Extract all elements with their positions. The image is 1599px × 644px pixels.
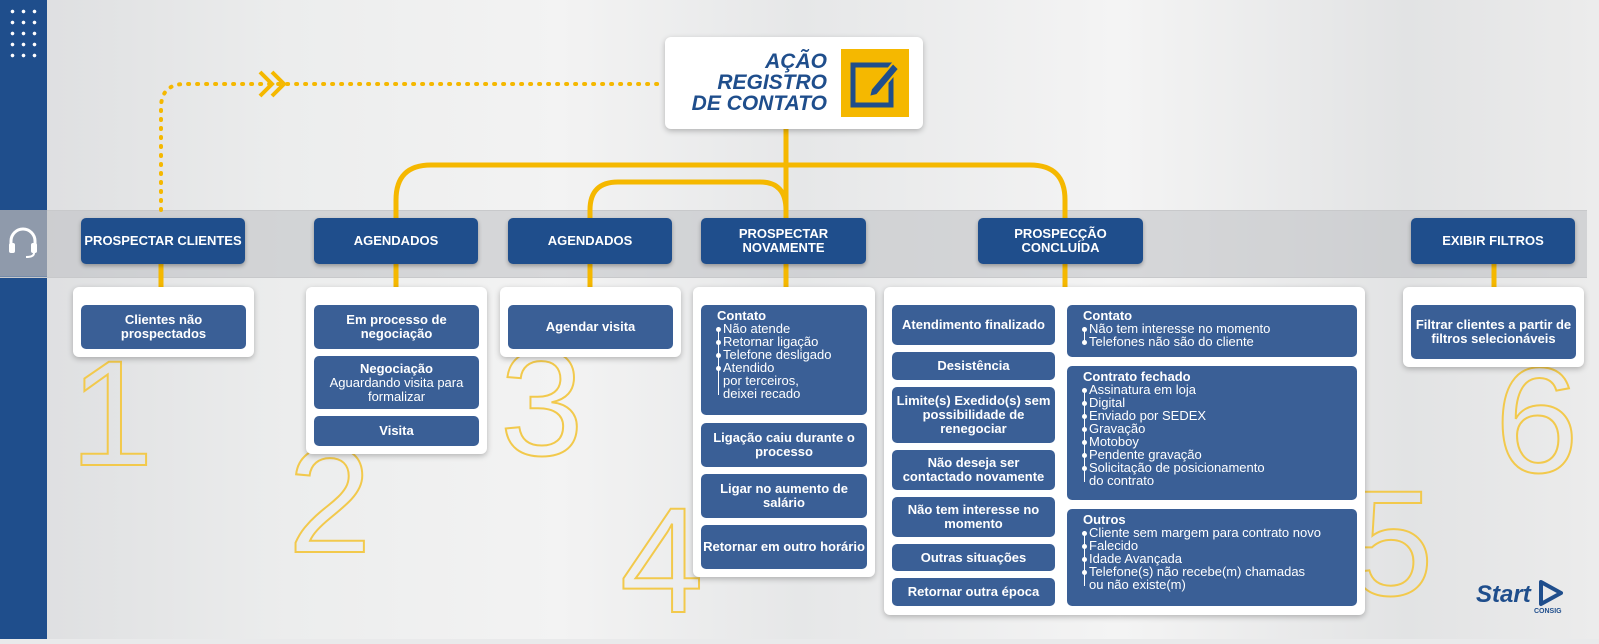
panel-agendados-2: Agendar visita [500, 287, 681, 357]
option-label: Clientes não prospectados [120, 312, 207, 341]
panel-prospeccao-concluida: Atendimento finalizado Desistência Limit… [884, 287, 1365, 615]
logo-sub: CONSIG [1534, 608, 1562, 615]
list-item: Digital [1082, 396, 1347, 409]
list-item: Telefone(s) não recebe(m) chamadas [1082, 565, 1347, 578]
list-item: Atendido [716, 361, 857, 374]
option-outros[interactable]: Outros Cliente sem margem para contrato … [1067, 509, 1357, 606]
headset-icon [9, 227, 37, 258]
option-retornar-outro-horario[interactable]: Retornar em outro horário [701, 525, 867, 569]
category-header-exibir-filtros[interactable]: EXIBIR FILTROS [1411, 218, 1575, 264]
option-label: Ligação caiu durante o processo [713, 430, 855, 459]
option-label: Outros [1083, 512, 1126, 527]
contato-list: Não atende Retornar ligação Telefone des… [716, 322, 857, 401]
title-line-1: AÇÃO [765, 50, 827, 73]
option-desistencia[interactable]: Desistência [892, 352, 1055, 380]
panel-prospectar-clientes: Clientes não prospectados [73, 287, 254, 357]
option-label: Filtrar clientes a partir de filtros sel… [1415, 317, 1572, 346]
title-line-2: REGISTRO [717, 71, 827, 94]
option-label: Contato [717, 308, 767, 323]
start-consig-logo: Start CONSIG [1476, 578, 1565, 615]
option-limite-excedido[interactable]: Limite(s) Exedido(s) sem possibilidade d… [892, 387, 1055, 443]
option-visita[interactable]: Visita [314, 416, 479, 446]
option-label: Contato [1083, 308, 1133, 323]
panel-prospectar-novamente: Contato Não atende Retornar ligação Tele… [693, 287, 875, 577]
list-item: Cliente sem margem para contrato novo [1082, 526, 1347, 539]
option-label: Retornar em outro horário [703, 539, 865, 554]
option-nao-tem-interesse[interactable]: Não tem interesse no momento [892, 497, 1055, 537]
category-header-agendados-2[interactable]: AGENDADOS [508, 218, 672, 264]
option-label: Negociação [360, 360, 433, 376]
list-item: Falecido [1082, 539, 1347, 552]
logo-name: Start [1476, 581, 1531, 608]
contrato-list: Assinatura em loja Digital Enviado por S… [1082, 383, 1347, 488]
list-item: Enviado por SEDEX [1082, 409, 1347, 422]
option-negociacao[interactable]: Negociação Aguardando visita para formal… [314, 356, 479, 409]
option-label: Em processo de negociação [346, 312, 447, 341]
option-ligar-aumento-salario[interactable]: Ligar no aumento de salário [701, 474, 867, 518]
option-label: Atendimento finalizado [902, 317, 1045, 332]
category-header-prospectar-novamente[interactable]: PROSPECTAR NOVAMENTE [701, 218, 866, 264]
list-item: do contrato [1089, 473, 1155, 488]
list-item: por terceiros, [723, 373, 799, 388]
option-atendimento-finalizado[interactable]: Atendimento finalizado [892, 305, 1055, 345]
option-label: Limite(s) Exedido(s) sem possibilidade d… [896, 393, 1051, 436]
list-item: Telefones não são do cliente [1082, 335, 1347, 348]
step-number-1: 1 [69, 329, 154, 497]
category-header-agendados-1[interactable]: AGENDADOS [314, 218, 478, 264]
option-sublabel: Aguardando visita para formalizar [329, 374, 464, 404]
list-item: Idade Avançada [1082, 552, 1347, 565]
panel-agendados-1: Em processo de negociação Negociação Agu… [306, 287, 487, 454]
left-sidebar [0, 0, 47, 639]
step-number-4: 4 [619, 476, 704, 644]
list-item: Retornar ligação [716, 335, 857, 348]
option-label: Desistência [937, 358, 1010, 373]
list-item: ou não existe(m) [1089, 577, 1186, 592]
contato-list: Não tem interesse no momento Telefones n… [1082, 322, 1347, 348]
list-item: Motoboy [1082, 435, 1347, 448]
option-label: Não deseja ser contactado novamente [902, 455, 1045, 484]
headset-icon-box [0, 210, 47, 276]
outros-list: Cliente sem margem para contrato novo Fa… [1082, 526, 1347, 592]
title-line-3: DE CONTATO [691, 92, 827, 115]
option-label: Visita [379, 423, 414, 438]
option-contato-concluido[interactable]: Contato Não tem interesse no momento Tel… [1067, 305, 1357, 357]
category-header-prospectar-clientes[interactable]: PROSPECTAR CLIENTES [81, 218, 245, 264]
list-item: Não atende [716, 322, 857, 335]
option-label: Não tem interesse no momento [907, 502, 1040, 531]
option-em-processo-negociacao[interactable]: Em processo de negociação [314, 305, 479, 349]
option-label: Agendar visita [545, 319, 636, 334]
option-filtrar-clientes[interactable]: Filtrar clientes a partir de filtros sel… [1411, 305, 1576, 359]
step-number-6: 6 [1494, 336, 1579, 504]
list-item: Gravação [1082, 422, 1347, 435]
list-item: Pendente gravação [1082, 448, 1347, 461]
list-item: Não tem interesse no momento [1082, 322, 1347, 335]
list-item: deixei recado [723, 386, 801, 401]
option-retornar-outra-epoca[interactable]: Retornar outra época [892, 578, 1055, 606]
category-header-prospeccao-concluida[interactable]: PROSPECÇÃO CONCLUÍDA [978, 218, 1143, 264]
panel-exibir-filtros: Filtrar clientes a partir de filtros sel… [1403, 287, 1584, 367]
option-nao-deseja-contato[interactable]: Não deseja ser contactado novamente [892, 450, 1055, 490]
option-contato[interactable]: Contato Não atende Retornar ligação Tele… [701, 305, 867, 415]
option-outras-situacoes[interactable]: Outras situações [892, 544, 1055, 571]
option-contrato-fechado[interactable]: Contrato fechado Assinatura em loja Digi… [1067, 366, 1357, 500]
list-item: Telefone desligado [716, 348, 857, 361]
option-label: Contrato fechado [1083, 369, 1191, 384]
option-ligacao-caiu[interactable]: Ligação caiu durante o processo [701, 423, 867, 467]
page-title: AÇÃO REGISTRO DE CONTATO [692, 51, 827, 114]
option-agendar-visita[interactable]: Agendar visita [508, 305, 673, 349]
edit-note-icon [841, 49, 909, 117]
option-clientes-nao-prospectados[interactable]: Clientes não prospectados [81, 305, 246, 349]
option-label: Retornar outra época [907, 584, 1040, 599]
title-card: AÇÃO REGISTRO DE CONTATO [665, 37, 923, 129]
dot-pattern [7, 6, 41, 62]
play-icon [1539, 580, 1564, 606]
option-label: Ligar no aumento de salário [720, 481, 848, 510]
option-label: Outras situações [920, 549, 1027, 565]
list-item: Solicitação de posicionamento [1082, 461, 1347, 474]
list-item: Assinatura em loja [1082, 383, 1347, 396]
